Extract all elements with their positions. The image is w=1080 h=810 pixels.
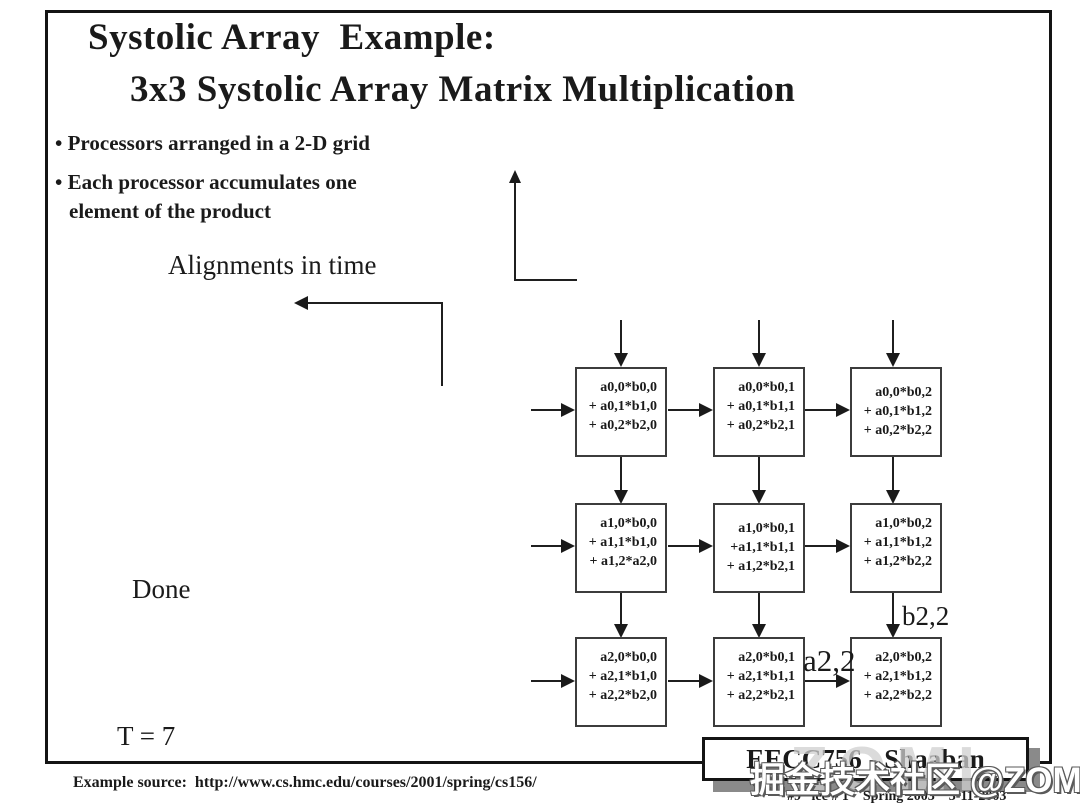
time-axis-line bbox=[306, 302, 443, 304]
pe-line: +a1,1*b1,1 bbox=[730, 540, 795, 555]
pe-line: a1,0*b0,0 bbox=[600, 516, 657, 531]
bullet-2d-grid: • Processors arranged in a 2-D grid bbox=[55, 131, 370, 155]
arrow-right-icon bbox=[836, 539, 850, 553]
processor-box-r2c0: a2,0*b0,0 + a2,1*b1,0 + a2,2*b2,0 bbox=[575, 637, 667, 727]
flow-line bbox=[668, 680, 700, 682]
processor-box-r1c2: a1,0*b0,2 + a1,1*b1,2 + a1,2*b2,2 bbox=[850, 503, 942, 593]
processor-box-r0c1: a0,0*b0,1 + a0,1*b1,1 + a0,2*b2,1 bbox=[713, 367, 805, 457]
processor-box-r2c1: a2,0*b0,1 + a2,1*b1,1 + a2,2*b2,1 bbox=[713, 637, 805, 727]
arrow-up-icon bbox=[509, 170, 521, 183]
arrow-down-icon bbox=[886, 353, 900, 367]
watermark: ZOMI 掘金技术社区 @ZOMI酱 bbox=[748, 735, 1080, 806]
pe-line: + a2,1*b1,0 bbox=[588, 669, 657, 684]
flow-line bbox=[620, 320, 622, 355]
flow-line bbox=[805, 680, 837, 682]
arrow-right-icon bbox=[561, 674, 575, 688]
watermark-zomi-back: ZOMI bbox=[790, 735, 985, 804]
time-axis-corner-line bbox=[441, 302, 443, 386]
pe-line: + a0,2*b2,0 bbox=[588, 418, 657, 433]
pe-line: + a1,1*b1,0 bbox=[588, 535, 657, 550]
flow-line bbox=[620, 457, 622, 491]
pe-line: + a2,1*b1,2 bbox=[863, 669, 932, 684]
slide-title-line2: 3x3 Systolic Array Matrix Multiplication bbox=[130, 69, 796, 110]
flow-line bbox=[892, 457, 894, 491]
label-b22: b2,2 bbox=[902, 601, 950, 631]
label-a22: a2,2 bbox=[803, 643, 856, 678]
time-step-label: T = 7 bbox=[117, 721, 176, 751]
flow-line bbox=[892, 593, 894, 625]
example-source-text: Example source: http://www.cs.hmc.edu/co… bbox=[73, 774, 537, 791]
pe-line: a2,0*b0,0 bbox=[600, 650, 657, 665]
pe-line: + a2,2*b2,2 bbox=[863, 688, 932, 703]
arrow-down-icon bbox=[614, 624, 628, 638]
processor-box-r0c2: a0,0*b0,2 + a0,1*b1,2 + a0,2*b2,2 bbox=[850, 367, 942, 457]
vertical-axis-base-line bbox=[514, 279, 577, 281]
pe-line: a2,0*b0,2 bbox=[875, 650, 932, 665]
pe-line: + a2,1*b1,1 bbox=[726, 669, 795, 684]
footer-meta-text: #9 lec # 1 Spring 2003 3-11-2003 bbox=[787, 789, 1007, 804]
arrow-down-icon bbox=[886, 490, 900, 504]
pe-line: + a1,2*b2,1 bbox=[726, 559, 795, 574]
pe-line: + a2,2*b2,0 bbox=[588, 688, 657, 703]
arrow-right-icon bbox=[836, 403, 850, 417]
pe-line: + a0,1*b1,1 bbox=[726, 399, 795, 414]
pe-line: a2,0*b0,1 bbox=[738, 650, 795, 665]
processor-box-r1c1: a1,0*b0,1 +a1,1*b1,1 + a1,2*b2,1 bbox=[713, 503, 805, 593]
flow-line bbox=[758, 457, 760, 491]
pe-line: + a0,2*b2,2 bbox=[863, 423, 932, 438]
pe-line: + a1,1*b1,2 bbox=[863, 535, 932, 550]
arrow-down-icon bbox=[614, 490, 628, 504]
flow-line bbox=[531, 409, 562, 411]
slide-title-line1: Systolic Array Example: bbox=[88, 17, 496, 58]
flow-line bbox=[531, 680, 562, 682]
bullet-accumulates-line2: element of the product bbox=[69, 199, 271, 223]
vertical-axis-line bbox=[514, 182, 516, 279]
processor-box-r0c0: a0,0*b0,0 + a0,1*b1,0 + a0,2*b2,0 bbox=[575, 367, 667, 457]
arrow-right-icon bbox=[561, 403, 575, 417]
flow-line bbox=[892, 320, 894, 355]
arrow-right-icon bbox=[561, 539, 575, 553]
done-label: Done bbox=[132, 574, 191, 604]
arrow-right-icon bbox=[836, 674, 850, 688]
pe-line: + a0,1*b1,0 bbox=[588, 399, 657, 414]
pe-line: + a0,1*b1,2 bbox=[863, 404, 932, 419]
flow-line bbox=[805, 409, 837, 411]
watermark-front-text: 掘金技术社区 @ZOMI酱 bbox=[750, 761, 1080, 800]
flow-line bbox=[531, 545, 562, 547]
arrow-right-icon bbox=[699, 674, 713, 688]
pe-line: + a1,2*b2,2 bbox=[863, 554, 932, 569]
processor-box-r2c2: a2,0*b0,2 + a2,1*b1,2 + a2,2*b2,2 bbox=[850, 637, 942, 727]
flow-line bbox=[758, 593, 760, 625]
flow-line bbox=[620, 593, 622, 625]
arrow-down-icon bbox=[752, 490, 766, 504]
pe-line: a1,0*b0,1 bbox=[738, 521, 795, 536]
arrow-down-icon bbox=[752, 624, 766, 638]
arrow-left-icon bbox=[294, 296, 308, 310]
bullet-accumulates-line1: • Each processor accumulates one bbox=[55, 170, 357, 194]
flow-line bbox=[668, 409, 700, 411]
course-footer-box: EECC756 - Shaaban bbox=[702, 737, 1029, 781]
pe-line: + a0,2*b2,1 bbox=[726, 418, 795, 433]
arrow-down-icon bbox=[886, 624, 900, 638]
arrow-right-icon bbox=[699, 403, 713, 417]
arrow-down-icon bbox=[614, 353, 628, 367]
pe-line: + a2,2*b2,1 bbox=[726, 688, 795, 703]
flow-line bbox=[805, 545, 837, 547]
arrow-down-icon bbox=[752, 353, 766, 367]
processor-box-r1c0: a1,0*b0,0 + a1,1*b1,0 + a1,2*a2,0 bbox=[575, 503, 667, 593]
pe-line: a1,0*b0,2 bbox=[875, 516, 932, 531]
pe-line: a0,0*b0,0 bbox=[600, 380, 657, 395]
arrow-right-icon bbox=[699, 539, 713, 553]
flow-line bbox=[668, 545, 700, 547]
pe-line: + a1,2*a2,0 bbox=[589, 554, 657, 569]
pe-line: a0,0*b0,2 bbox=[875, 385, 932, 400]
alignments-in-time-label: Alignments in time bbox=[168, 250, 377, 280]
pe-line: a0,0*b0,1 bbox=[738, 380, 795, 395]
flow-line bbox=[758, 320, 760, 355]
